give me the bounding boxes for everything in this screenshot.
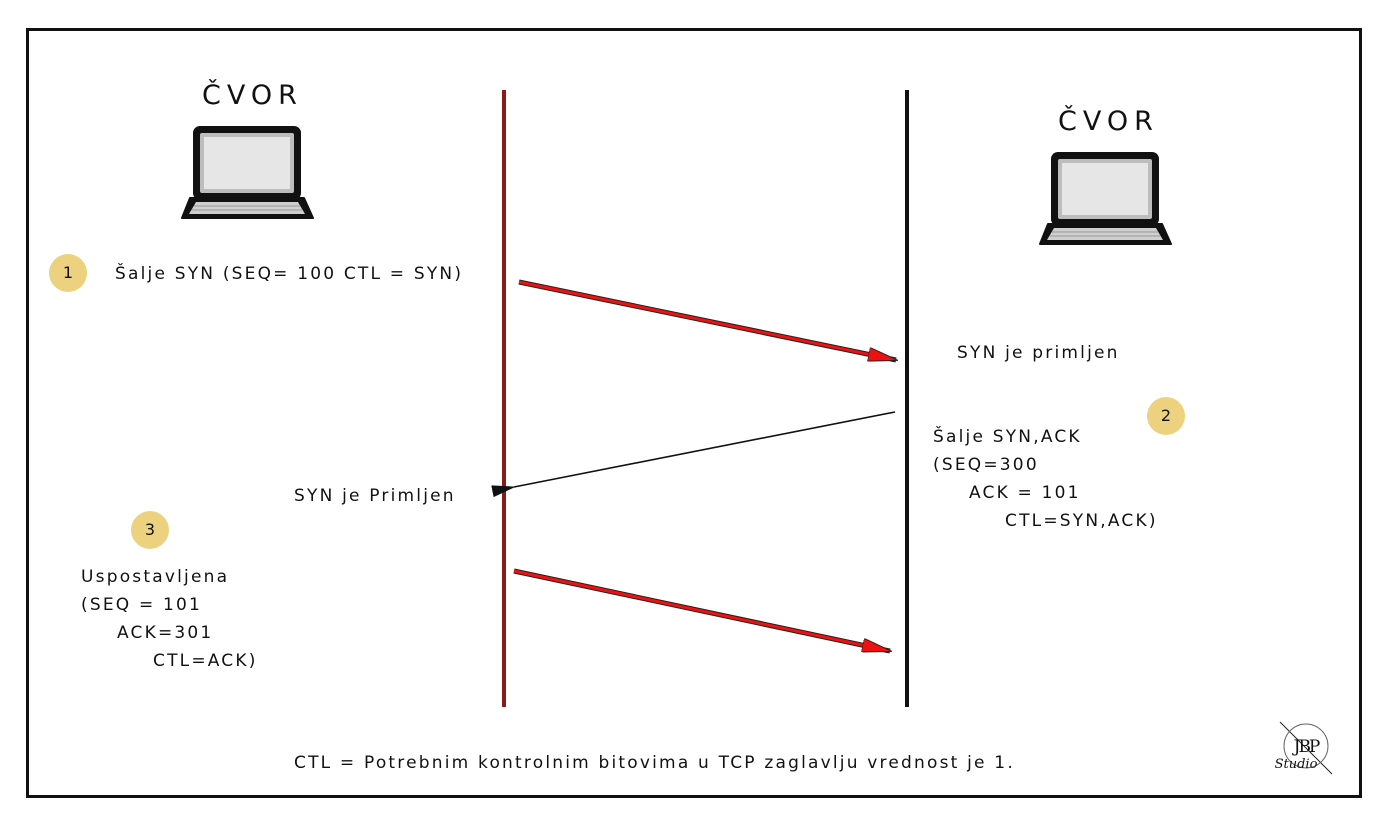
logo-text: JBP [1292,737,1320,757]
left-laptop-icon [181,126,314,219]
step-2-line-4: CTL=SYN,ACK) [1005,511,1158,531]
step-2-line-1: Šalje SYN,ACK [933,427,1082,447]
step-1-number: 1 [62,263,74,282]
right-timeline [905,90,909,707]
right-node-title: ČVOR [1058,106,1159,137]
step-2-line-3: ACK = 101 [969,483,1081,503]
step-3-details: Uspostavljena (SEQ = 101 ACK=301 CTL=ACK… [81,563,258,675]
syn-ack-arrow [491,411,896,498]
diagram-frame [26,28,1362,798]
step-1-badge: 1 [49,254,87,292]
logo-script: Studio [1275,757,1318,772]
step-2-line-2: (SEQ=300 [933,455,1039,475]
step-2-badge: 2 [1147,397,1185,435]
footer-note: CTL = Potrebnim kontrolnim bitovima u TC… [294,753,1015,773]
step-1-text: Šalje SYN (SEQ= 100 CTL = SYN) [115,264,464,284]
right-laptop-icon [1039,152,1172,245]
step-2-details: Šalje SYN,ACK (SEQ=300 ACK = 101 CTL=SYN… [933,423,1158,535]
left-node-title: ČVOR [202,80,303,111]
step-3-badge: 3 [131,511,169,549]
step-3-line-4: CTL=ACK) [153,651,258,671]
step-2-number: 2 [1160,406,1172,425]
studio-logo-icon: JBP Studio [1275,721,1333,775]
syn-arrow [518,279,896,363]
step-3-line-1: Uspostavljena [81,567,230,587]
left-timeline [502,90,506,707]
ack-arrow [513,568,890,654]
step-3-line-3: ACK=301 [117,623,214,643]
step-3-line-2: (SEQ = 101 [81,595,203,615]
step-2-received: SYN je primljen [957,343,1120,363]
step-3-number: 3 [144,520,156,539]
step-3-received: SYN je Primljen [294,486,456,506]
